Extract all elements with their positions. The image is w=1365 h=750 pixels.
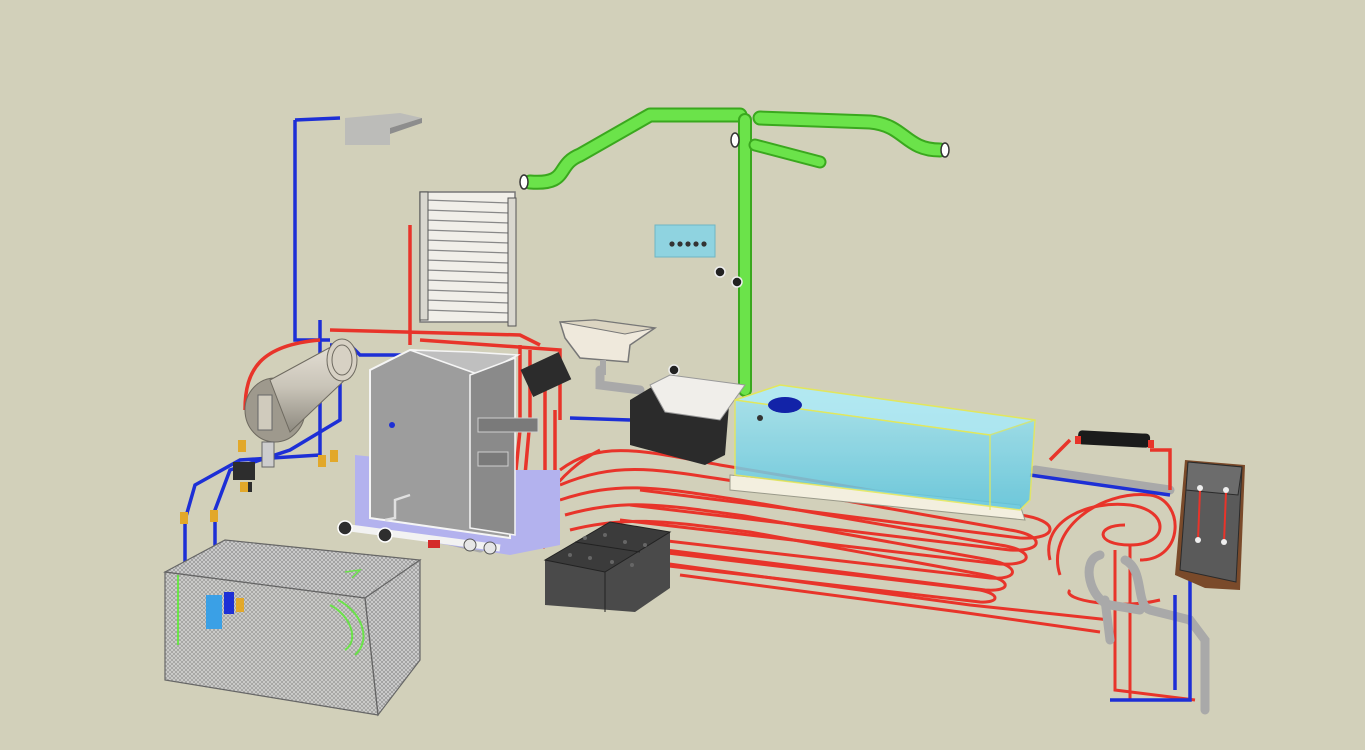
underfloor-heating-loop-icon: [535, 448, 1111, 634]
hot-water-cylinder-icon: [233, 338, 358, 492]
control-panel-icon: [654, 224, 743, 376]
pipe-fitting-icon: [180, 440, 338, 524]
vent-ducting-icon: [522, 107, 948, 397]
pump-unit-icon: [630, 374, 746, 465]
towel-radiator-icon: [419, 191, 517, 327]
wall-shelf-icon: [345, 113, 422, 145]
underfloor-heating-loop-icon: [1047, 493, 1196, 702]
vent-outlet-icon: [519, 132, 950, 190]
water-tank-icon: [729, 384, 1036, 521]
washbasin-icon: [558, 319, 658, 375]
mesh-enclosure-icon: [163, 539, 422, 717]
battery-bank-icon: [543, 521, 672, 612]
valve-icon: [337, 520, 501, 555]
boiler-unit-icon: [355, 348, 572, 555]
end-heater-unit-icon: [1175, 460, 1245, 590]
panel-heater-icon: [1075, 430, 1154, 448]
